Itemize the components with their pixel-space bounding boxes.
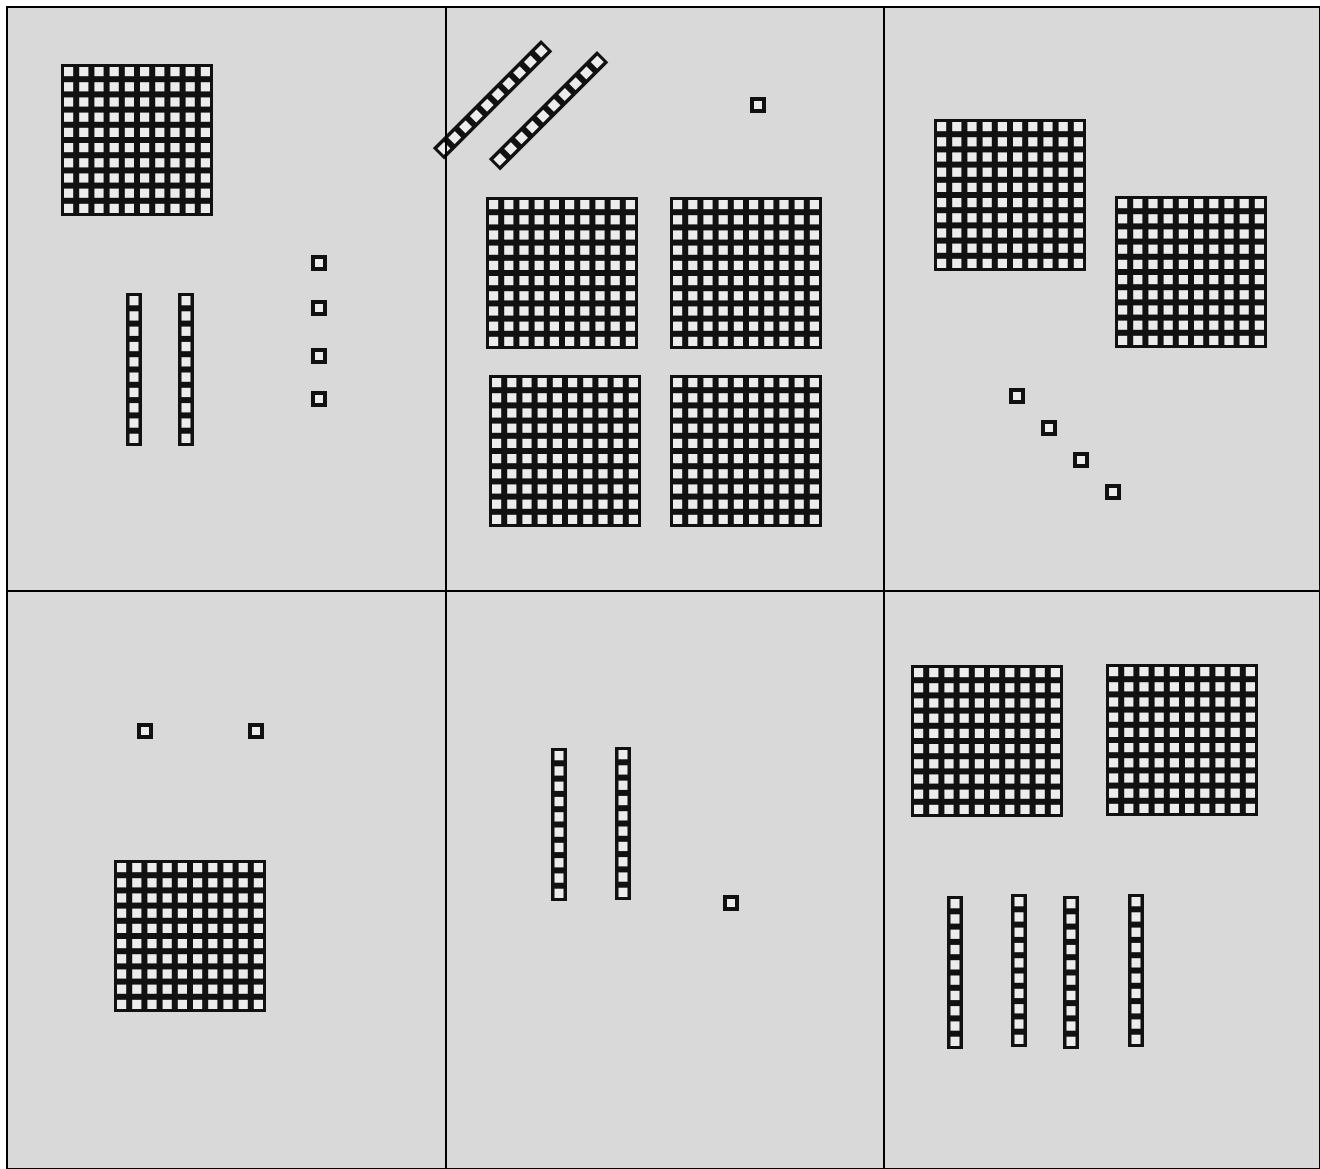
hundred-flat-icon (1106, 664, 1258, 816)
ten-rod-icon (1063, 896, 1079, 1049)
ten-rod-icon (551, 748, 567, 901)
ten-rod-icon (126, 293, 142, 446)
unit-cube-icon (723, 895, 739, 911)
unit-cube-icon (1041, 420, 1057, 436)
unit-cube-icon (750, 97, 766, 113)
cell-5-background (446, 591, 884, 1169)
unit-cube-icon (1073, 452, 1089, 468)
hundred-flat-icon (670, 375, 822, 527)
unit-cube-icon (311, 391, 327, 407)
ten-rod-icon (1011, 894, 1027, 1047)
hundred-flat-icon (489, 375, 641, 527)
unit-cube-icon (311, 255, 327, 271)
hundred-flat-icon (670, 197, 822, 349)
hundred-flat-icon (1115, 196, 1267, 348)
hundred-flat-icon (911, 665, 1063, 817)
ten-rod-icon (178, 293, 194, 446)
hundred-flat-icon (486, 197, 638, 349)
ten-rod-icon (615, 747, 631, 900)
unit-cube-icon (311, 348, 327, 364)
ten-rod-icon (947, 896, 963, 1049)
unit-cube-icon (1009, 388, 1025, 404)
hundred-flat-icon (61, 64, 213, 216)
unit-cube-icon (137, 723, 153, 739)
ten-rod-icon (1128, 894, 1144, 1047)
hundred-flat-icon (934, 119, 1086, 271)
hundred-flat-icon (114, 860, 266, 1012)
unit-cube-icon (1105, 484, 1121, 500)
unit-cube-icon (248, 723, 264, 739)
unit-cube-icon (311, 300, 327, 316)
